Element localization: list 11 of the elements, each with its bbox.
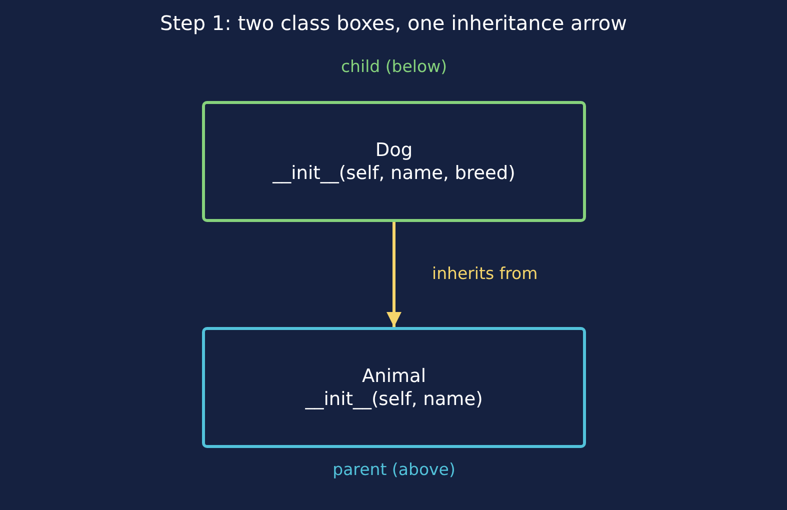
class-box xyxy=(202,101,586,222)
class-box xyxy=(202,327,586,448)
class-name: Dog xyxy=(375,138,413,162)
node-caption: parent (above) xyxy=(332,460,456,479)
diagram-title: Step 1: two class boxes, one inheritance arrow xyxy=(159,11,628,35)
edge-label: inherits from xyxy=(432,264,538,282)
constructor-signature: __init__(self, name, breed) xyxy=(272,162,516,184)
node-caption: child (below) xyxy=(340,57,448,76)
constructor-signature: __init__(self, name) xyxy=(305,388,483,410)
inheritance-arrow xyxy=(386,222,402,327)
class-name: Animal xyxy=(362,364,426,388)
